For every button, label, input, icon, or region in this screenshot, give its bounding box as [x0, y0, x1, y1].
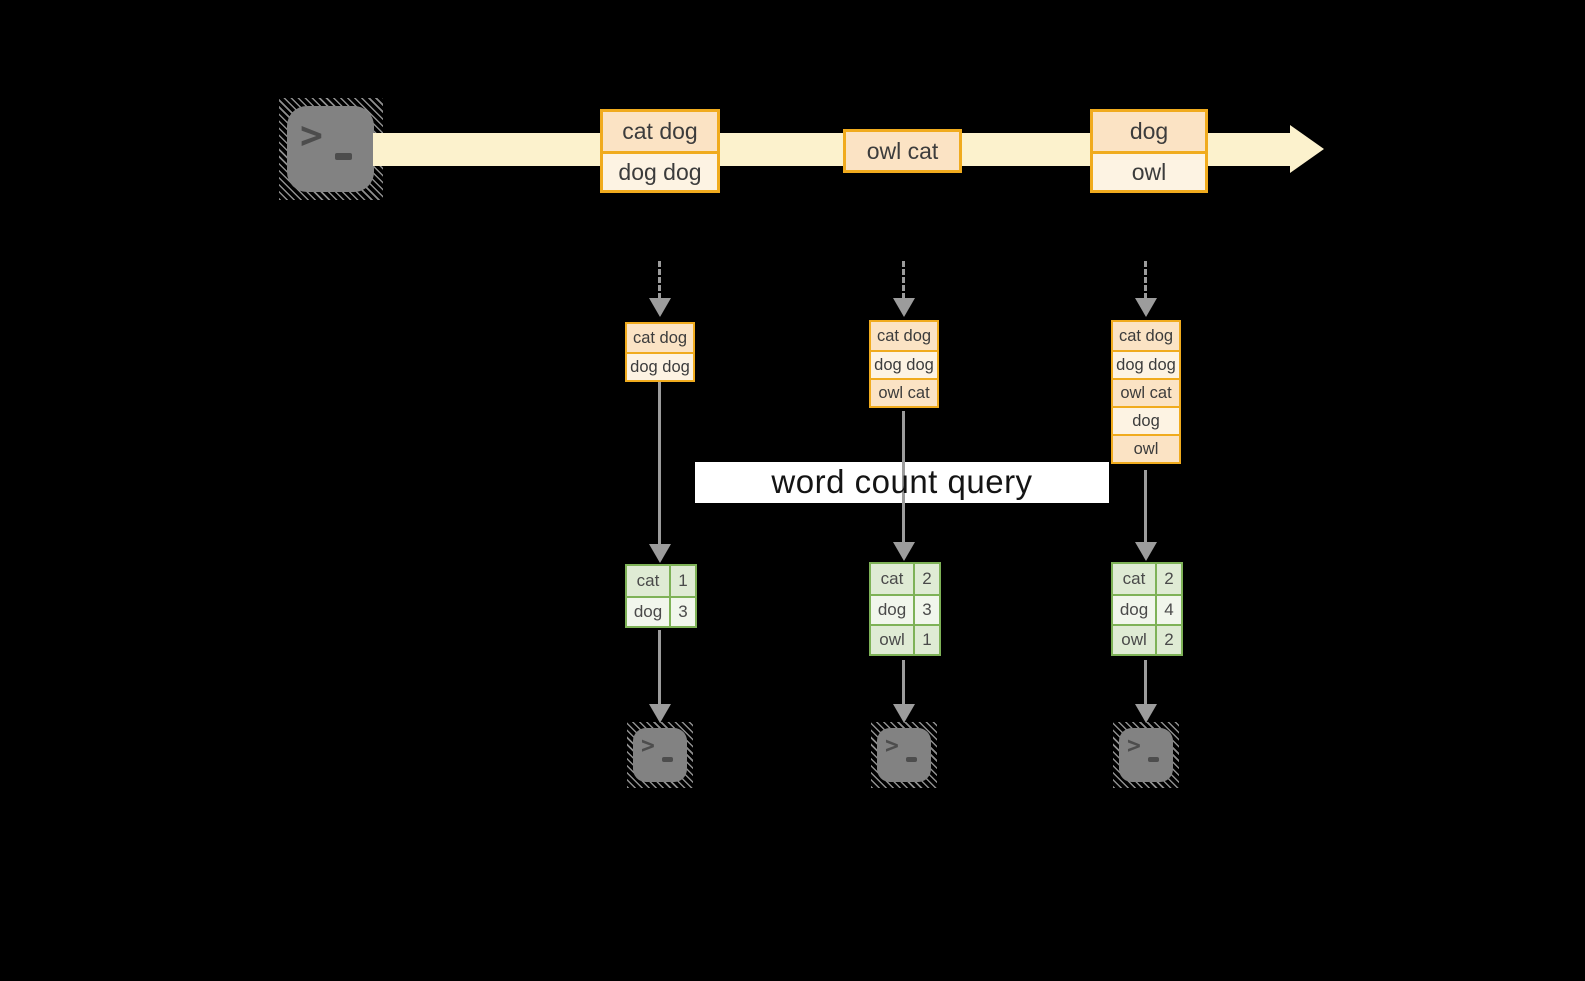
state-message: owl cat: [871, 378, 937, 406]
stream-message: dog dog: [603, 151, 717, 190]
count-row: owl 2: [1113, 624, 1181, 654]
counts-to-sink-arrow-head: [893, 704, 915, 723]
count-value: 2: [922, 569, 932, 588]
prompt-dash-glyph: [335, 153, 352, 160]
counts-to-sink-arrow-head: [1135, 704, 1157, 723]
batch-to-state-arrow-stem: [1144, 261, 1147, 299]
state-to-counts-arrow-stem: [902, 411, 905, 543]
stream-batch-1: cat dog dog dog: [600, 109, 720, 193]
count-word: cat: [871, 564, 915, 594]
state-to-counts-arrow-head: [893, 542, 915, 561]
batch-to-state-arrow-head: [1135, 298, 1157, 317]
count-word: owl: [1113, 626, 1157, 654]
count-table-1: cat 1 dog 3: [625, 564, 697, 628]
count-value: 3: [922, 600, 932, 619]
state-to-counts-arrow-head: [1135, 542, 1157, 561]
count-word: owl: [871, 626, 915, 654]
terminal-sink-icon: >: [633, 728, 687, 782]
prompt-chevron-glyph: >: [641, 733, 655, 759]
batch-to-state-arrow-head: [893, 298, 915, 317]
state-message: cat dog: [1113, 322, 1179, 350]
count-row: owl 1: [871, 624, 939, 654]
count-value: 1: [922, 630, 932, 649]
count-row: cat 2: [1113, 564, 1181, 594]
batch-to-state-arrow-stem: [902, 261, 905, 299]
state-to-counts-arrow-head: [649, 544, 671, 563]
stream-message: owl: [1093, 151, 1205, 190]
count-table-2: cat 2 dog 3 owl 1: [869, 562, 941, 656]
stream-message: dog: [1093, 112, 1205, 151]
query-banner-label: word count query: [771, 463, 1033, 500]
state-message: dog: [1113, 406, 1179, 434]
state-stack-1: cat dog dog dog: [625, 322, 695, 382]
terminal-sink-icon: >: [877, 728, 931, 782]
count-row: dog 3: [627, 596, 695, 626]
prompt-dash-glyph: [662, 757, 673, 762]
count-row: dog 4: [1113, 594, 1181, 624]
stream-batch-3: dog owl: [1090, 109, 1208, 193]
stream-message: cat dog: [603, 112, 717, 151]
state-stack-3: cat dog dog dog owl cat dog owl: [1111, 320, 1181, 464]
prompt-chevron-glyph: >: [885, 733, 899, 759]
stream-batch-2: owl cat: [843, 129, 962, 173]
prompt-chevron-glyph: >: [1127, 733, 1141, 759]
state-message: cat dog: [871, 322, 937, 350]
terminal-source-icon: >: [287, 106, 374, 192]
count-word: cat: [1113, 564, 1157, 594]
count-word: dog: [627, 598, 671, 626]
stream-arrow-head: [1290, 125, 1324, 173]
count-value: 1: [678, 571, 688, 590]
count-value: 4: [1164, 600, 1174, 619]
count-row: cat 2: [871, 564, 939, 594]
counts-to-sink-arrow-head: [649, 704, 671, 723]
counts-to-sink-arrow-stem: [658, 630, 661, 705]
prompt-dash-glyph: [1148, 757, 1159, 762]
state-to-counts-arrow-stem: [1144, 470, 1147, 543]
stream-message: owl cat: [846, 132, 959, 170]
count-value: 3: [678, 602, 688, 621]
batch-to-state-arrow-head: [649, 298, 671, 317]
terminal-sink-icon: >: [1119, 728, 1173, 782]
counts-to-sink-arrow-stem: [902, 660, 905, 705]
state-message: dog dog: [871, 350, 937, 378]
count-value: 2: [1164, 630, 1174, 649]
counts-to-sink-arrow-stem: [1144, 660, 1147, 705]
prompt-dash-glyph: [906, 757, 917, 762]
state-message: dog dog: [627, 352, 693, 380]
prompt-chevron-glyph: >: [300, 113, 323, 157]
count-word: cat: [627, 566, 671, 596]
batch-to-state-arrow-stem: [658, 261, 661, 299]
state-stack-2: cat dog dog dog owl cat: [869, 320, 939, 408]
count-value: 2: [1164, 569, 1174, 588]
state-message: owl cat: [1113, 378, 1179, 406]
count-word: dog: [1113, 596, 1157, 624]
count-table-3: cat 2 dog 4 owl 2: [1111, 562, 1183, 656]
state-message: owl: [1113, 434, 1179, 462]
state-message: dog dog: [1113, 350, 1179, 378]
state-to-counts-arrow-stem: [658, 381, 661, 545]
count-row: dog 3: [871, 594, 939, 624]
state-message: cat dog: [627, 324, 693, 352]
count-row: cat 1: [627, 566, 695, 596]
count-word: dog: [871, 596, 915, 624]
